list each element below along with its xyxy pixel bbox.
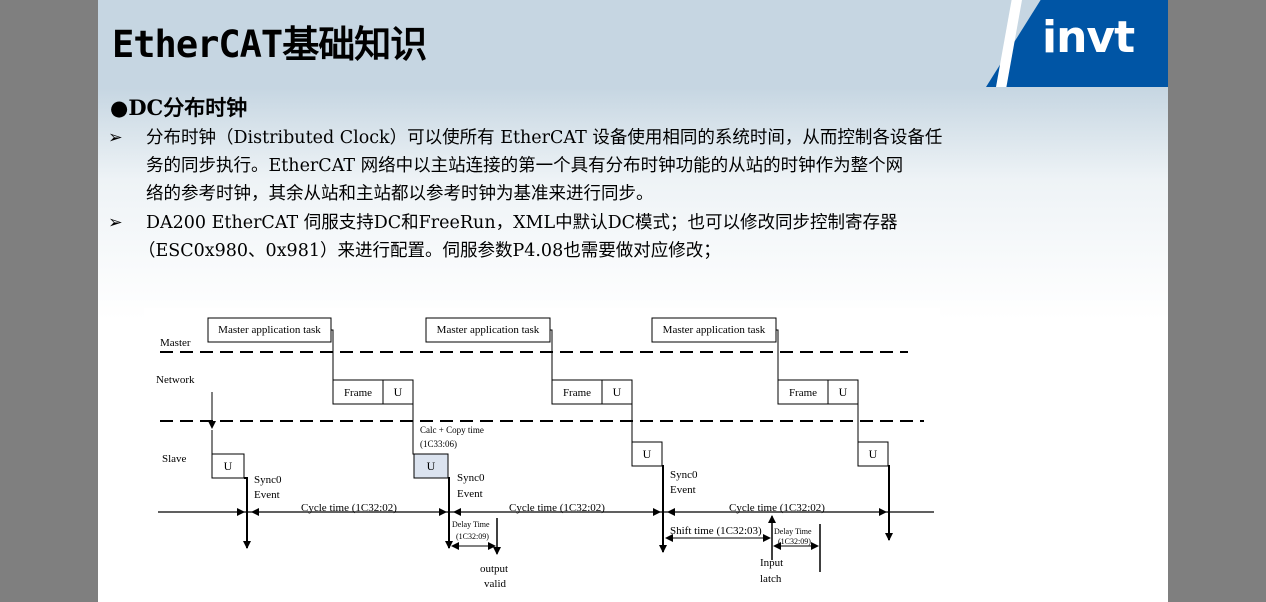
delay-time-label: Delay Time <box>452 520 490 529</box>
delay-reg-label: (1C32:09) <box>456 532 489 541</box>
bullet-item-da200: ➢ DA200 EtherCAT 伺服支持DC和FreeRun，XML中默认DC… <box>108 209 1158 265</box>
slave-u-label: U <box>869 447 878 461</box>
calc-copy-reg-label: (1C33:06) <box>420 439 457 449</box>
sync0-arrow <box>659 465 667 553</box>
master-task-box <box>651 317 777 343</box>
sync0-label: Sync0 <box>670 469 698 481</box>
output-label: output <box>480 563 508 575</box>
page-title: EtherCAT基础知识 <box>112 23 427 66</box>
event-label: Event <box>457 488 483 500</box>
network-row-label: Network <box>156 374 195 386</box>
frame-label: Frame <box>344 387 372 399</box>
sync0-label: Sync0 <box>254 474 282 486</box>
bullet-line: DA200 EtherCAT 伺服支持DC和FreeRun，XML中默认DC模式… <box>146 213 898 233</box>
delay-time-label: Delay Time <box>774 527 812 536</box>
cycle-time-label: Cycle time (1C32:02) <box>509 502 605 514</box>
shift-time-label: Shift time (1C32:03) <box>670 525 762 537</box>
master-frame-connector <box>550 329 553 380</box>
input-label: Input <box>760 557 783 569</box>
frame-box <box>332 379 384 405</box>
frame-label: Frame <box>789 387 817 399</box>
bullet-item-dc: ➢ 分布时钟（Distributed Clock）可以使所有 EtherCAT … <box>108 124 1158 208</box>
slave-row-label: Slave <box>162 453 187 465</box>
section-title: ●DC分布时钟 <box>110 95 248 120</box>
master-task-box <box>207 317 332 343</box>
bullet-line: 络的参考时钟，其余从站和主站都以参考时钟为基准来进行同步。 <box>146 184 654 204</box>
slide: EtherCAT基础知识 invt ●DC分布时钟 ➢ 分布时钟（Distrib… <box>98 0 1168 602</box>
master-task-label: Master application task <box>218 324 321 336</box>
master-task-label: Master application task <box>437 324 540 336</box>
slave-link <box>857 404 888 443</box>
sync0-arrow <box>243 477 251 549</box>
slave-link <box>631 404 662 443</box>
latch-label: latch <box>760 573 782 585</box>
sync0-arrow <box>445 477 453 549</box>
frame-u-label: U <box>394 385 403 399</box>
slave-u-label: U <box>427 459 436 473</box>
bullet-marker: ➢ <box>108 128 123 148</box>
dc-timing-diagram: Master Network Slave Master application … <box>144 308 940 602</box>
slave-u-label: U <box>224 459 233 473</box>
slave-u-box <box>631 441 663 467</box>
frame-label: Frame <box>563 387 591 399</box>
master-row-label: Master <box>160 337 191 349</box>
frame-u-label: U <box>613 385 622 399</box>
slave-u-label: U <box>643 447 652 461</box>
calc-copy-label: Calc + Copy time <box>420 425 484 435</box>
bullet-marker: ➢ <box>108 213 123 233</box>
frame-box <box>777 379 829 405</box>
master-task-label: Master application task <box>663 324 766 336</box>
master-task-box <box>425 317 551 343</box>
bullet-line: 分布时钟（Distributed Clock）可以使所有 EtherCAT 设备… <box>146 128 943 148</box>
event-label: Event <box>670 484 696 496</box>
sync0-label: Sync0 <box>457 472 485 484</box>
event-label: Event <box>254 489 280 501</box>
slave-u-box <box>857 441 889 467</box>
frame-u-box <box>827 379 859 405</box>
slave-u-box-highlight <box>413 453 449 479</box>
frame-u-label: U <box>839 385 848 399</box>
slave-u-box <box>211 453 245 479</box>
master-frame-connector <box>331 329 334 380</box>
sync0-arrow <box>885 465 893 541</box>
cycle-time-label: Cycle time (1C32:02) <box>301 502 397 514</box>
bullet-line: （ESC0x980、0x981）来进行配置。伺服参数P4.08也需要做对应修改； <box>138 241 721 261</box>
invt-logo: invt <box>1042 12 1135 63</box>
master-frame-connector <box>776 329 779 380</box>
delay-reg-label: (1C32:09) <box>778 537 811 546</box>
bullet-line: 务的同步执行。EtherCAT 网络中以主站连接的第一个具有分布时钟功能的从站的… <box>146 156 904 176</box>
frame-u-box <box>601 379 633 405</box>
frame-u-box <box>382 379 414 405</box>
valid-label: valid <box>484 578 506 590</box>
cycle-time-label: Cycle time (1C32:02) <box>729 502 825 514</box>
